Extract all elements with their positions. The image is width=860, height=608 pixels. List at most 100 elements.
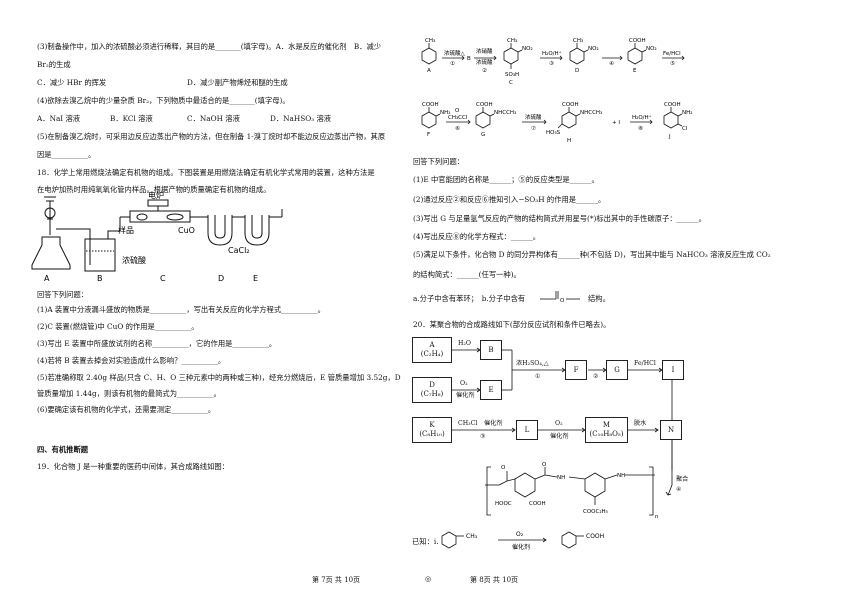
q19-5-conditions: a.分子中含有苯环； b.分子中含有 [413,294,526,303]
furnace-label: 电炉 [148,190,164,200]
cond-catb: 催化剂 [550,433,569,440]
cond-h2o: H₂O [458,340,471,347]
h-ho3s: HO₃S [546,130,561,136]
box-n-label: N [667,425,675,434]
step-5: ⑤ [670,61,675,67]
q19-2: (2)通过反应②和反应⑥推知引入−SO₃H 的作用是______。 [413,195,606,204]
j-nh2: NH₂ [682,110,692,116]
cond-o2: O₂ [460,380,468,387]
q17-5: (5)在制备溴乙烷时，可采用边反应边蒸出产物的方法，但在制备 1-溴丁烷时却不能… [37,132,386,141]
step-7: ⑦ [531,125,536,132]
box-i: I [662,360,684,380]
step-1: ① [450,61,455,67]
box-a-label: A [429,341,435,349]
cond-fe: Fe/HCl [634,360,656,367]
plus-i: + I [612,120,620,126]
q18-answer-header: 回答下列问题： [37,290,89,299]
combustion-apparatus-diagram: 电炉 样品 CuO 浓硫酸 CaCl₂ A B C D E [31,190,283,283]
h-cooh: COOH [562,102,579,108]
known-reaction: CH₃ O₂ 催化剂 COOH [441,531,604,551]
q18-2: (2)C 装置(燃烧管)中 CuO 的作用是__________。 [37,322,199,331]
box-m-label: M [602,421,611,429]
step-8: ⑧ [638,126,643,132]
left-page: (3)制备操作中，加入的浓硫酸必须进行稀释，其目的是_______(填字母)。A… [31,42,401,471]
q18-4: (4)若将 B 装置去掉会对实验造成什么影响？__________。 [37,356,226,365]
ester-o: O [560,298,565,304]
cond-cat: 催化剂 [456,392,475,399]
q18-6: (6)要确定该有机物的化学式，还需要测定__________。 [37,405,216,414]
q20-intro: 20．某聚合物的合成路线如下(部分反应试剂和条件已略去)。 [413,320,611,329]
q17-4-option-d: D．NaHSO₃ 溶液 [270,114,332,123]
q17-5-cont: 因是__________。 [37,150,96,159]
poly-o1: O [501,465,506,471]
compound-a-label: A [427,68,431,74]
cond-dehyd: 脱水 [634,420,647,427]
d-ch3: CH₃ [573,38,583,44]
q18-5-cont: 管质量增加 1.44g，则该有机物的最简式为__________。 [37,389,221,398]
cond-step-1: ① [535,373,541,380]
cond-step-3: ③ [480,433,486,440]
footer-center-mark: ◎ [425,575,432,583]
apparatus-b-label: B [97,274,103,283]
step-3: ③ [549,61,554,67]
known-o2: O₂ [516,531,524,538]
box-k-label: K [429,421,435,429]
q19-1: (1)E 中官能团的名称是______；⑤的反应类型是______。 [413,175,599,184]
box-f: F [565,360,587,380]
box-m-formula: (C₁₀H₈O₅) [589,430,624,438]
sample-label: 样品 [118,225,134,235]
compound-g-label: G [481,132,485,138]
step-6: ⑥ [455,126,460,132]
box-d-formula: (C₇H₈) [420,390,444,398]
compound-h-label: H [567,138,571,144]
compound-f-label: F [427,132,430,138]
known-cat: 催化剂 [512,543,530,551]
apparatus-d-label: D [218,274,224,283]
box-b-label: B [488,345,494,354]
compound-j-label: J [668,134,671,140]
a-ch3: CH₃ [425,38,435,44]
box-e: E [480,380,502,400]
apparatus-a-label: A [44,274,50,283]
known-label: 已知：i. [412,537,439,546]
q19-answer-header: 回答下列问题： [413,157,465,166]
q17-4-option-b: B．KCl 溶液 [110,114,153,123]
poly-hooc: HOOC [495,501,512,507]
cond-cat3: 催化剂 [484,420,503,427]
q18-intro-cont: 在电炉加热时用纯氧氧化管内样品。根据产物的质量确定有机物的组成。 [37,185,271,194]
d-no2: NO₂ [588,46,599,52]
cond-o2b: O₂ [555,420,563,427]
box-m: M(C₁₀H₈O₅) [585,417,628,443]
step-2: ② [482,67,487,74]
q17-3-option-c: C．减少 HBr 的挥发 [37,78,107,87]
compound-b-label: B [467,56,471,62]
box-l-label: L [524,425,530,434]
box-i-label: I [671,365,675,374]
box-b: B [480,340,502,360]
cond-5: Fe/HCl [663,51,681,57]
q18-1: (1)A 装置中分液漏斗盛放的物质是__________，写出有关反应的化学方程… [37,305,325,314]
apparatus-e-label: E [253,274,258,283]
box-k: K(C₈H₁₀) [412,417,452,443]
q18-5: (5)若准确称取 2.40g 样品(只含 C、H、O 三种元素中的两种或三种)，… [37,373,401,382]
compound-c-label: C [509,80,513,86]
q19-intro: 19．化合物 J 是一种重要的医药中间体，其合成路线如图： [37,462,229,471]
poly-nh: NH [557,475,565,481]
cond-2b: 浓硫酸 [476,58,493,66]
known-cooh: COOH [586,533,604,540]
footer-left-page-number: 第 7页 共 10页 [312,576,361,584]
j-cooh: COOH [664,102,681,108]
q17-3: (3)制备操作中，加入的浓硫酸必须进行稀释，其目的是_______(填字母)。A… [37,42,382,51]
box-l: L [516,420,538,440]
q17-4-option-a: A．NaI 溶液 [37,114,81,123]
cond-7: 浓硫酸 [525,113,542,121]
q19-route-row-1: CH₃ A 浓硫酸△ ① B 浓硝酸 浓硫酸 ② CH₃ NO₂ SO₃H C … [421,38,685,86]
c-so3h: SO₃H [505,72,519,78]
cond-step-4: ④ [676,486,682,493]
section-4-heading: 四、有机推断题 [37,445,89,454]
cond-6: CH₃CCl [448,115,468,121]
cond-step-2: ② [593,373,599,380]
box-a: A(C₂H₄) [412,337,452,363]
poly-cooh: COOH [529,501,546,507]
e-cooh: COOH [629,38,646,44]
